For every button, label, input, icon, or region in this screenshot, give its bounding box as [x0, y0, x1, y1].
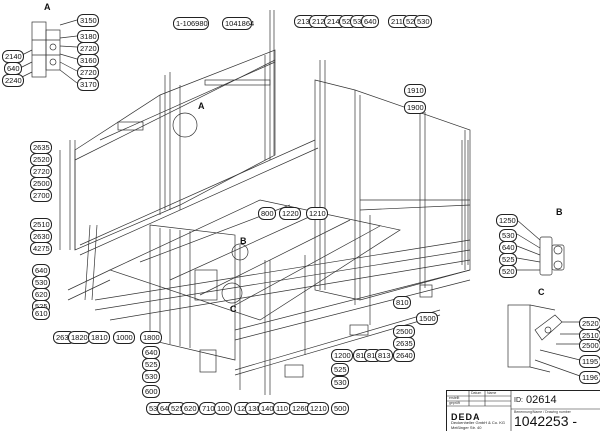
callout-1810: 1810: [88, 331, 110, 344]
callout-1910: 1910: [404, 84, 426, 97]
callout-800: 800: [258, 207, 276, 220]
callout-1041864: 1041864: [222, 17, 254, 30]
callout-520: 520: [499, 265, 517, 278]
callout-530: 530: [499, 229, 517, 242]
callout-1500: 1500: [416, 312, 438, 325]
callout-2640: 2640: [393, 349, 415, 362]
title-block-grid: [447, 391, 600, 431]
detail-b-bracket: [516, 219, 565, 276]
callout-810: 810: [393, 296, 411, 309]
callout-640: 640: [32, 264, 50, 277]
callout-530: 530: [331, 376, 349, 389]
callout-640: 640: [361, 15, 379, 28]
callout-2240: 2240: [2, 74, 24, 87]
view-a-marker-label: A: [198, 101, 205, 111]
callout-525: 525: [331, 363, 349, 376]
detail-c-marker-circle: [221, 282, 243, 304]
callout-530: 530: [414, 15, 432, 28]
callout-1196: 1196: [579, 371, 600, 384]
drawing-id-label: ID:: [514, 397, 523, 404]
company-address: Deckenheller GmbH & Co. KG Meißinger Str…: [451, 420, 506, 430]
callout-4275: 4275: [30, 242, 52, 255]
callout-1-106980: 1-106980: [173, 17, 209, 30]
callout-813: 813: [375, 349, 393, 362]
callout-530: 530: [142, 370, 160, 383]
drawing-number-label: Benennung/Name / Drawing number: [514, 410, 571, 414]
title-datum-label: Datum: [471, 391, 482, 395]
callout-620: 620: [181, 402, 199, 415]
title-geprueft-label: geprüft: [449, 401, 460, 405]
callout-3150: 3150: [77, 14, 99, 27]
view-a-label: A: [44, 2, 51, 12]
callout-1800: 1800: [140, 331, 162, 344]
detail-a-hinge: [19, 19, 78, 84]
company-logo: DEDA: [451, 412, 481, 422]
callout-1220: 1220: [279, 207, 301, 220]
callout-1000: 1000: [113, 331, 135, 344]
callout-710: 710: [199, 402, 217, 415]
drawing-id-value: 02614: [526, 394, 557, 406]
drawing-number: 1042253 -: [514, 413, 578, 429]
view-b-label: B: [556, 207, 563, 217]
callout-2500: 2500: [579, 339, 600, 352]
view-b-marker-label: B: [240, 236, 247, 246]
callout-1200: 1200: [331, 349, 353, 362]
view-c-marker-label: C: [230, 304, 237, 314]
callout-1250: 1250: [496, 214, 518, 227]
title-name-label: Name: [487, 391, 497, 395]
callout-1820: 1820: [68, 331, 90, 344]
callout-600: 600: [142, 385, 160, 398]
callout-2630: 2630: [30, 230, 52, 243]
callout-3170: 3170: [77, 78, 99, 91]
callout-610: 610: [32, 307, 50, 320]
callout-500: 500: [331, 402, 349, 415]
detail-c-lock: [507, 304, 581, 377]
callout-1210: 1210: [306, 207, 328, 220]
title-erstellt-label: erstellt: [449, 396, 460, 400]
callout-1900: 1900: [404, 101, 426, 114]
callout-2700: 2700: [30, 189, 52, 202]
detail-b-marker-circle: [231, 243, 249, 261]
callout-1210: 1210: [307, 402, 329, 415]
title-block: Datum Name erstellt geprüft DEDA Deckenh…: [446, 390, 600, 431]
callout-100: 100: [214, 402, 232, 415]
frame-structure: [59, 10, 471, 395]
view-c-label: C: [538, 287, 545, 297]
callout-1195: 1195: [579, 355, 600, 368]
detail-a-marker-circle: [172, 112, 198, 138]
